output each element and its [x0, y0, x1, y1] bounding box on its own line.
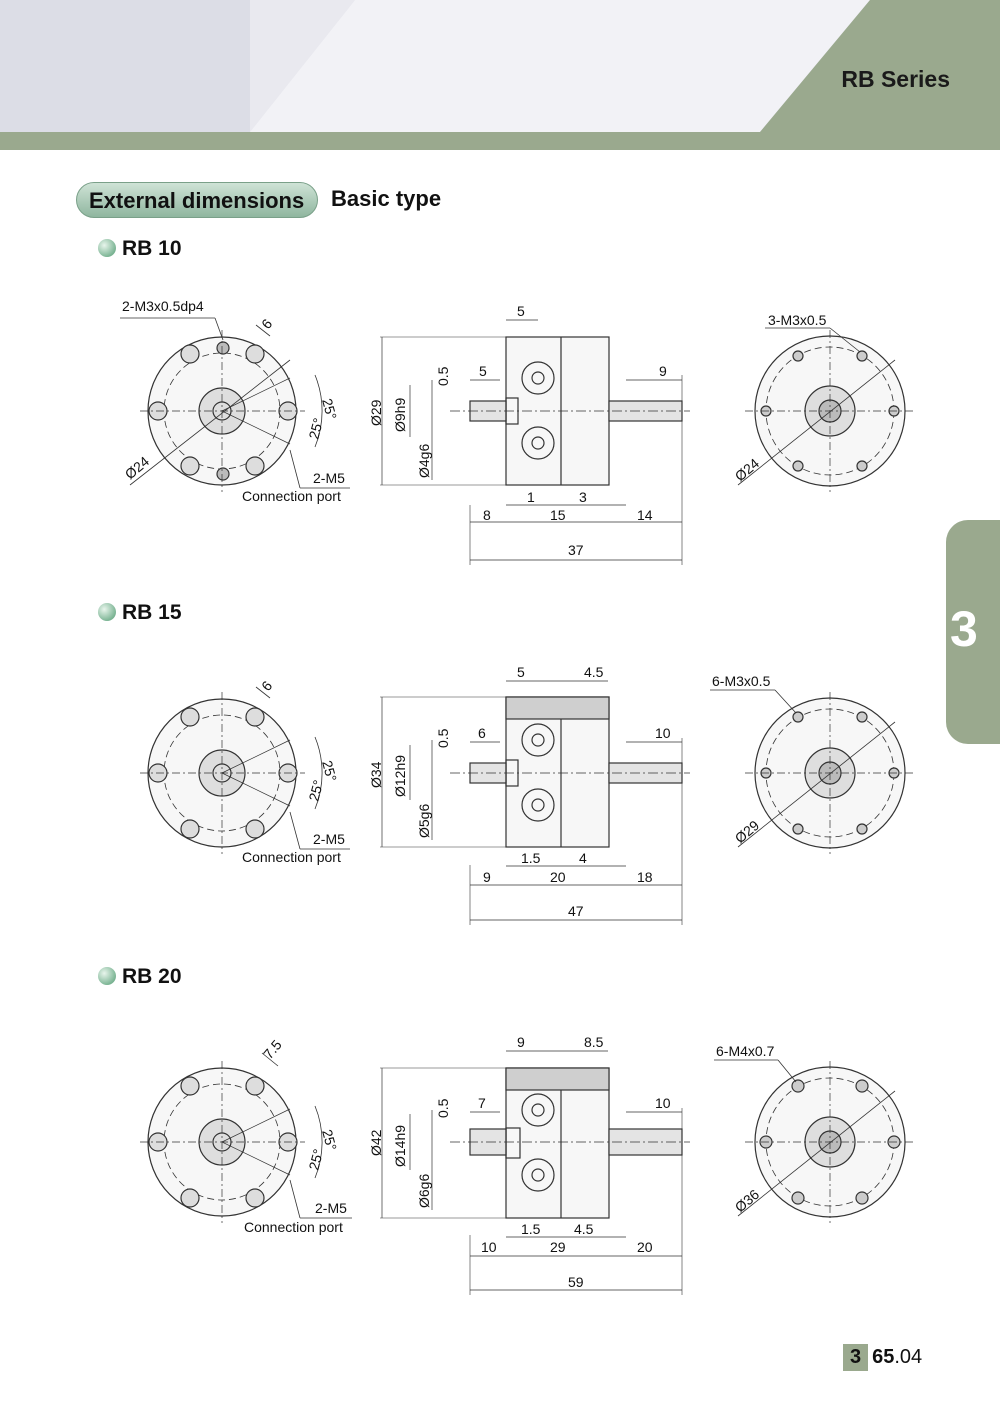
dim-label: Ø29: [368, 399, 384, 426]
dim-label: 1.5: [521, 850, 541, 866]
dim-label: 0.5: [435, 366, 451, 386]
bullet-icon: [98, 967, 116, 985]
dim-label: 4: [579, 850, 587, 866]
dim-label: 5: [517, 664, 525, 680]
front-pitch-label: 6: [258, 678, 275, 694]
section-title-pill: External dimensions: [76, 182, 318, 218]
dim-label: 20: [637, 1239, 653, 1255]
back-diameter-label: Ø36: [732, 1186, 763, 1215]
dim-label: 4.5: [584, 664, 604, 680]
back-diameter-label: Ø24: [732, 455, 763, 484]
front-angle-label: 25°: [305, 416, 326, 441]
bullet-icon: [98, 239, 116, 257]
dim-label: 9: [483, 869, 491, 885]
back-screw-label: 6-M3x0.5: [712, 673, 771, 689]
dim-label: 0.5: [435, 1098, 451, 1118]
front-angle-label: 25°: [305, 778, 326, 803]
dim-label: Ø9h9: [392, 398, 408, 432]
dim-label: 6: [478, 725, 486, 741]
model-label: RB 10: [122, 237, 182, 260]
dim-label: 4.5: [574, 1221, 594, 1237]
header-banner: [0, 0, 1000, 150]
dim-label: 9: [659, 363, 667, 379]
dim-label: 10: [481, 1239, 497, 1255]
section-title: External dimensions: [89, 188, 305, 213]
bullet-icon: [98, 603, 116, 621]
dim-label: 5: [517, 303, 525, 319]
dim-label: 1: [527, 489, 535, 505]
dim-total-label: 47: [568, 903, 584, 919]
front-angle-label: 25°: [305, 1147, 326, 1172]
front-angle-label: 25°: [319, 1128, 340, 1153]
drawing-rb15: 6 25° 25° 2-M5 Connection port 5 4.5 0.5…: [140, 664, 915, 925]
port-caption: Connection port: [242, 849, 341, 865]
dim-label: 14: [637, 507, 653, 523]
front-diameter-label: Ø24: [122, 453, 153, 482]
dim-total-label: 59: [568, 1274, 584, 1290]
dim-label: Ø5g6: [416, 804, 432, 838]
dim-label: 9: [517, 1034, 525, 1050]
dim-label: Ø42: [368, 1129, 384, 1156]
port-label: 2-M5: [313, 470, 345, 486]
series-title: RB Series: [841, 66, 950, 92]
model-heading-rb10: RB 10: [98, 237, 182, 261]
page-number-main: 65: [872, 1346, 895, 1368]
front-pitch-label: 7.5: [260, 1037, 285, 1062]
section-subtitle: Basic type: [331, 186, 442, 211]
chapter-tab: 3: [946, 520, 1000, 744]
model-heading-rb15: RB 15: [98, 601, 182, 625]
model-heading-rb20: RB 20: [98, 965, 182, 989]
front-pitch-label: 6: [258, 316, 275, 332]
chapter-tab-number: 3: [950, 601, 978, 657]
back-screw-label: 6-M4x0.7: [716, 1043, 775, 1059]
dim-label: 15: [550, 507, 566, 523]
dim-label: Ø6g6: [416, 1174, 432, 1208]
port-label: 2-M5: [315, 1200, 347, 1216]
back-screw-label: 3-M3x0.5: [768, 312, 827, 328]
dim-label: 10: [655, 1095, 671, 1111]
dim-total-label: 37: [568, 542, 584, 558]
back-diameter-label: Ø29: [732, 817, 763, 846]
dim-label: Ø4g6: [416, 444, 432, 478]
port-caption: Connection port: [242, 488, 341, 504]
front-angle-label: 25°: [319, 397, 340, 422]
drawing-rb10: 2-M3x0.5dp4 6 25° 25° 2-M5 Connection po…: [120, 298, 915, 565]
dim-label: 8.5: [584, 1034, 604, 1050]
dim-label: 0.5: [435, 728, 451, 748]
dim-label: 8: [483, 507, 491, 523]
dim-label: Ø34: [368, 761, 384, 788]
port-caption: Connection port: [244, 1219, 343, 1235]
dim-label: Ø14h9: [392, 1125, 408, 1167]
dim-label: Ø12h9: [392, 755, 408, 797]
front-screw-label: 2-M3x0.5dp4: [122, 298, 204, 314]
page-number-suffix: .04: [894, 1346, 923, 1368]
model-label: RB 15: [122, 601, 182, 624]
model-label: RB 20: [122, 965, 182, 988]
dim-label: 1.5: [521, 1221, 541, 1237]
dim-label: 3: [579, 489, 587, 505]
front-angle-label: 25°: [319, 759, 340, 784]
port-label: 2-M5: [313, 831, 345, 847]
dim-label: 5: [479, 363, 487, 379]
dim-label: 20: [550, 869, 566, 885]
dim-label: 10: [655, 725, 671, 741]
drawing-rb20: 7.5 25° 25° 2-M5 Connection port 9 8.5 0…: [140, 1034, 915, 1295]
dim-label: 7: [478, 1095, 486, 1111]
page-chapter: 3: [843, 1344, 869, 1371]
dim-label: 29: [550, 1239, 566, 1255]
dim-label: 18: [637, 869, 653, 885]
